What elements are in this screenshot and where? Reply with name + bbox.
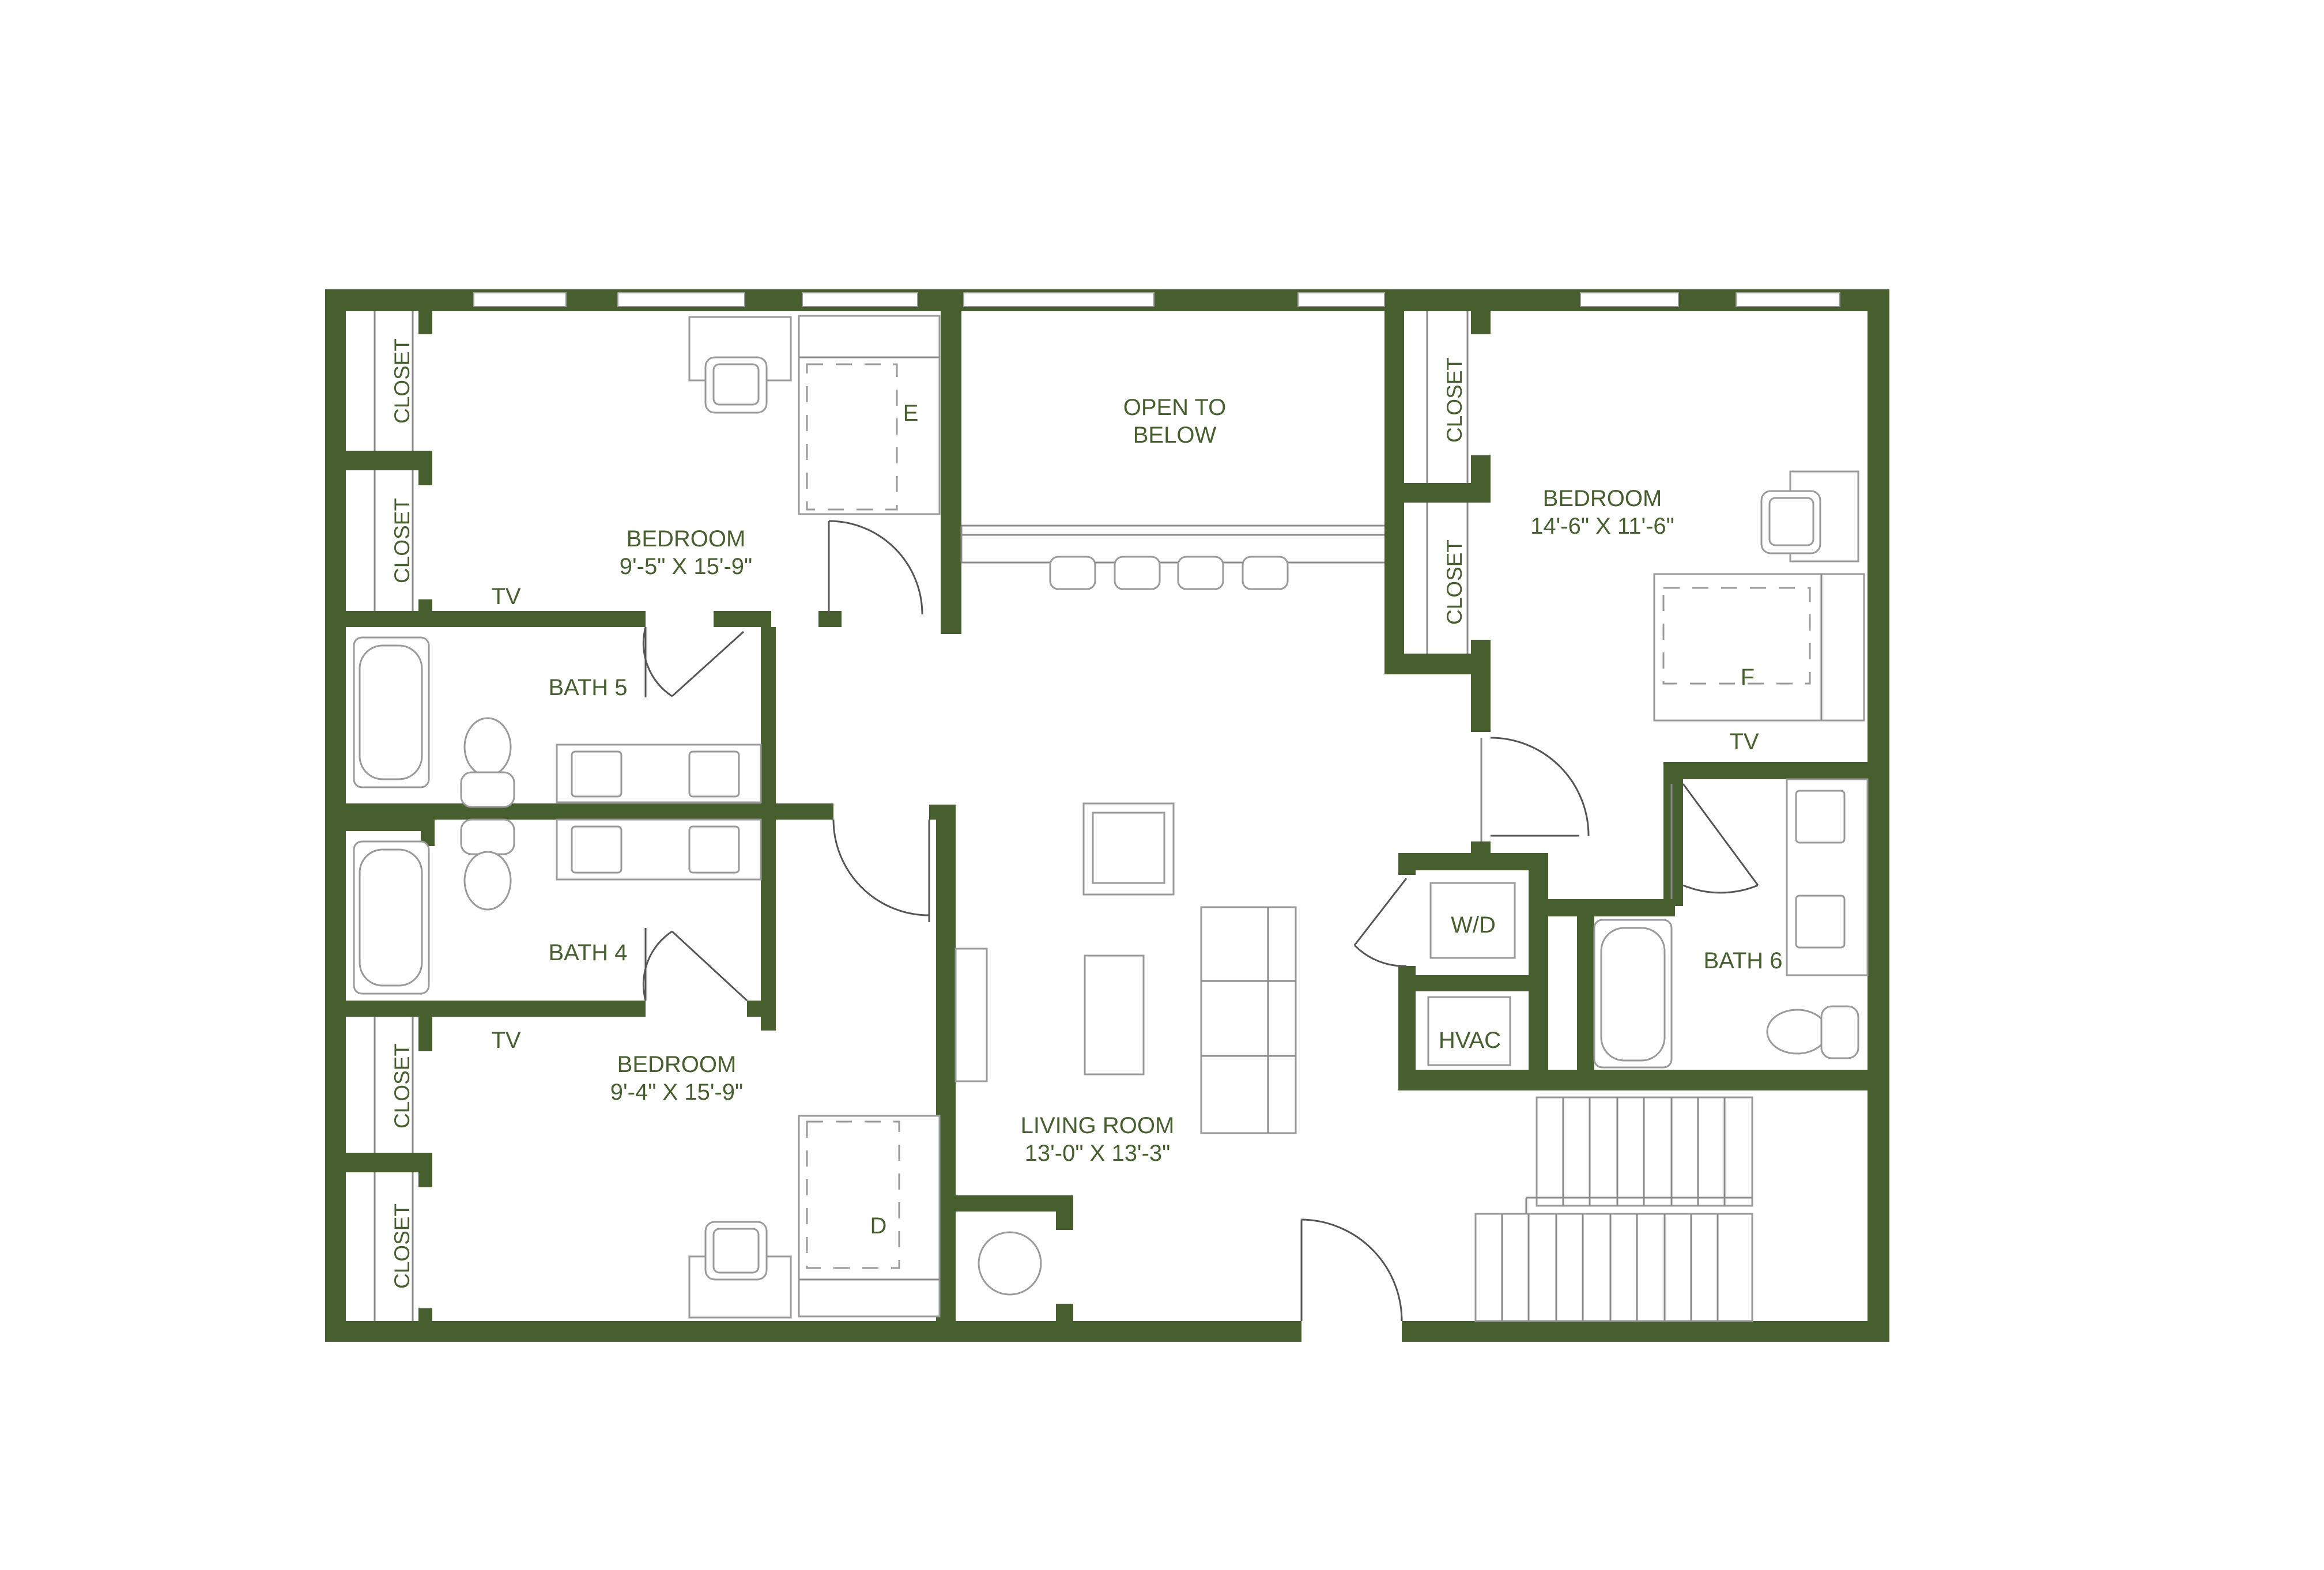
open-to-below-rail [960, 524, 1384, 564]
bedroom-f-tag: F [1741, 665, 1755, 690]
open-to-below-line1: OPEN TO [1123, 395, 1227, 420]
closet-label-4: CLOSET [390, 1203, 414, 1289]
bedroom-f-furniture [1653, 470, 1865, 722]
labels: CLOSET CLOSET CLOSET CLOSET CLOSET CLOSE… [390, 338, 1783, 1289]
bedroom-d-furniture [688, 1115, 941, 1319]
bedroom-d-name: BEDROOM [617, 1052, 737, 1077]
open-to-below-line2: BELOW [1133, 422, 1217, 448]
bedroom-d-dims: 9'-4" X 15'-9" [610, 1080, 743, 1105]
utility-boxes [1427, 882, 1516, 1066]
windows [473, 292, 1840, 307]
bath-6-fixtures [1593, 778, 1869, 1069]
closet-label-1: CLOSET [390, 338, 414, 424]
bar-stools [1049, 556, 1289, 590]
stairs [1474, 1096, 1753, 1322]
bedroom-e-dims: 9'-5" X 15'-9" [620, 554, 752, 579]
bedroom-e-tv: TV [491, 584, 520, 609]
bath-6-label: BATH 6 [1703, 948, 1782, 973]
closet-label-2: CLOSET [390, 498, 414, 583]
doors [642, 520, 1759, 1322]
interior-walls [346, 311, 1867, 1329]
bath-4-label: BATH 4 [548, 940, 627, 965]
closet-label-6: CLOSET [1443, 539, 1466, 625]
bedroom-e-name: BEDROOM [627, 526, 746, 552]
bedroom-e-furniture [688, 315, 941, 515]
bath-5-fixtures [353, 636, 762, 808]
living-room-dims: 13'-0" X 13'-3" [1025, 1141, 1171, 1166]
bedroom-d-tv: TV [491, 1028, 520, 1053]
closet-door-lines [373, 311, 1469, 1321]
living-room-name: LIVING ROOM [1021, 1113, 1175, 1138]
living-room-furniture [954, 802, 1297, 1296]
bedroom-d-tag: D [870, 1213, 887, 1239]
closet-label-5: CLOSET [1443, 357, 1466, 443]
bath-5-label: BATH 5 [548, 675, 627, 700]
wd-label: W/D [1451, 912, 1496, 938]
bedroom-f-name: BEDROOM [1543, 486, 1662, 511]
bath-4-fixtures [353, 818, 762, 995]
bedroom-f-dims: 14'-6" X 11'-6" [1530, 514, 1674, 539]
hvac-label: HVAC [1439, 1028, 1501, 1053]
closet-label-3: CLOSET [390, 1043, 414, 1129]
bedroom-e-tag: E [903, 401, 919, 426]
bedroom-f-tv: TV [1729, 729, 1759, 754]
